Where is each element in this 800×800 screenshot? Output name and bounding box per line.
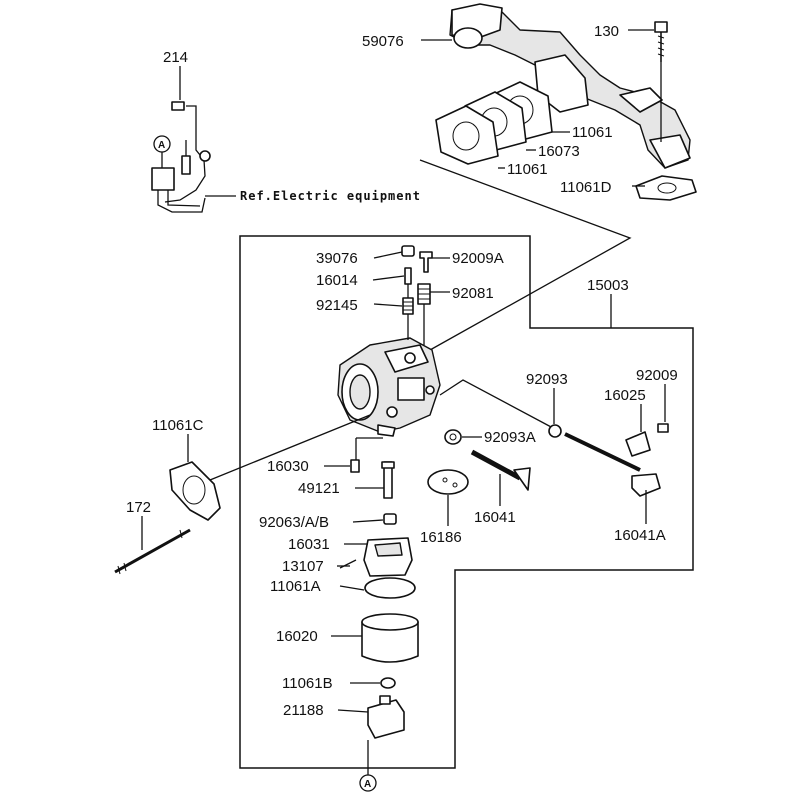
choke-shaft-16041 bbox=[427, 449, 531, 495]
connector-line-gasket bbox=[419, 159, 632, 351]
gasket-11061D bbox=[635, 175, 697, 201]
label-214: 214 bbox=[163, 49, 188, 66]
gasket-11061A bbox=[364, 577, 416, 599]
label-172: 172 bbox=[126, 499, 151, 516]
bowl-16020 bbox=[361, 613, 419, 663]
label-59076: 59076 bbox=[362, 33, 404, 50]
label-92093A: 92093A bbox=[484, 429, 536, 446]
label-16031: 16031 bbox=[288, 536, 330, 553]
marker-a-bottom bbox=[359, 740, 377, 792]
label-15003: 15003 bbox=[587, 277, 629, 294]
label-marker-a-bottom: A bbox=[364, 779, 371, 790]
marker-a-top bbox=[153, 135, 171, 168]
throttle-shaft-16041A bbox=[548, 423, 669, 497]
exhaust-gaskets bbox=[435, 81, 553, 165]
label-16041: 16041 bbox=[474, 509, 516, 526]
gasket-connector bbox=[209, 414, 371, 481]
label-marker-a-top: A bbox=[158, 140, 165, 151]
wire-harness bbox=[151, 101, 211, 213]
float-16031 bbox=[339, 537, 413, 577]
label-92009A: 92009A bbox=[452, 250, 504, 267]
label-16041A: 16041A bbox=[614, 527, 666, 544]
label-92093: 92093 bbox=[526, 371, 568, 388]
label-21188: 21188 bbox=[283, 702, 324, 719]
bolt-130 bbox=[654, 21, 668, 62]
label-16186: 16186 bbox=[420, 529, 462, 546]
parts-top-stack bbox=[401, 245, 433, 345]
label-39076: 39076 bbox=[316, 250, 358, 267]
label-ref-electric: Ref.Electric equipment bbox=[240, 189, 421, 203]
label-16073: 16073 bbox=[538, 143, 580, 160]
label-11061C: 11061C bbox=[152, 417, 204, 434]
label-11061A: 11061A bbox=[270, 578, 321, 595]
assembly-15003-frame bbox=[239, 235, 694, 769]
gasket-11061C bbox=[169, 461, 221, 521]
shaft-line bbox=[439, 379, 554, 429]
leader-lines bbox=[141, 29, 666, 713]
label-92081: 92081 bbox=[452, 285, 494, 302]
label-11061D: 11061D bbox=[560, 179, 612, 196]
carburetor-body bbox=[337, 337, 441, 437]
label-92063-a-b: 92063/A/B bbox=[259, 514, 329, 531]
label-13107: 13107 bbox=[282, 558, 324, 575]
label-130: 130 bbox=[594, 23, 619, 40]
label-49121: 49121 bbox=[298, 480, 340, 497]
exhaust-manifold bbox=[449, 3, 691, 169]
washer-11061B bbox=[380, 677, 396, 689]
label-16030: 16030 bbox=[267, 458, 309, 475]
bowl-nut-21188 bbox=[367, 695, 405, 739]
parts-below-body bbox=[350, 437, 397, 525]
label-11061B: 11061B bbox=[282, 675, 333, 692]
label-11061-upper: 11061 bbox=[572, 124, 613, 141]
label-16025: 16025 bbox=[604, 387, 646, 404]
label-16014: 16014 bbox=[316, 272, 358, 289]
label-92009: 92009 bbox=[636, 367, 678, 384]
stud-172 bbox=[114, 528, 191, 575]
label-92145: 92145 bbox=[316, 297, 358, 314]
label-16020: 16020 bbox=[276, 628, 318, 645]
washer-92093A bbox=[444, 429, 462, 445]
label-11061-lower: 11061 bbox=[507, 161, 548, 178]
